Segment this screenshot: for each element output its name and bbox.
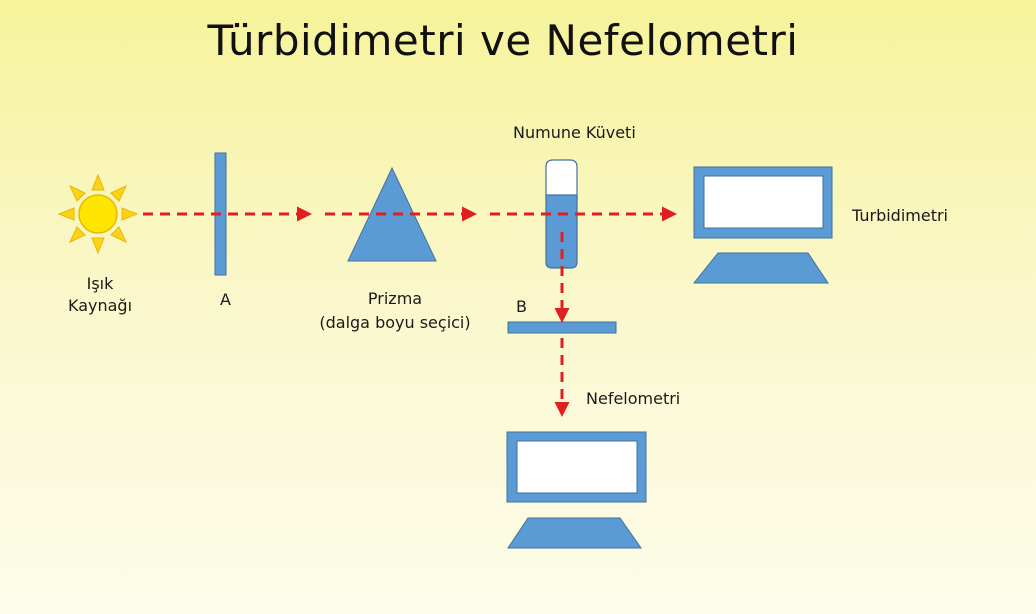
sun-icon	[57, 173, 139, 255]
turbidimeter-monitor-icon	[692, 166, 833, 284]
filter-b	[507, 321, 617, 334]
page-title: Türbidimetri ve Nefelometri	[207, 16, 799, 65]
light-source-label-line2: Kaynağı	[67, 296, 133, 315]
sample-cuvette	[545, 159, 578, 269]
sample-cuvette-label: Numune Küveti	[513, 123, 636, 142]
prism-label: Prizma (dalga boyu seçici)	[300, 287, 490, 335]
filter-b-label: B	[516, 297, 527, 316]
prism-label-line1: Prizma	[367, 289, 423, 308]
turbidimeter-label: Turbidimetri	[852, 206, 948, 225]
nephelometer-label: Nefelometri	[586, 389, 681, 408]
filter-a-label: A	[220, 290, 231, 309]
light-source-label: Işık Kaynağı	[60, 273, 140, 317]
nephelometer-monitor-icon	[506, 431, 647, 549]
light-beam	[143, 206, 677, 417]
prism-label-line2: (dalga boyu seçici)	[319, 313, 471, 332]
light-source-label-line1: Işık	[86, 274, 114, 293]
